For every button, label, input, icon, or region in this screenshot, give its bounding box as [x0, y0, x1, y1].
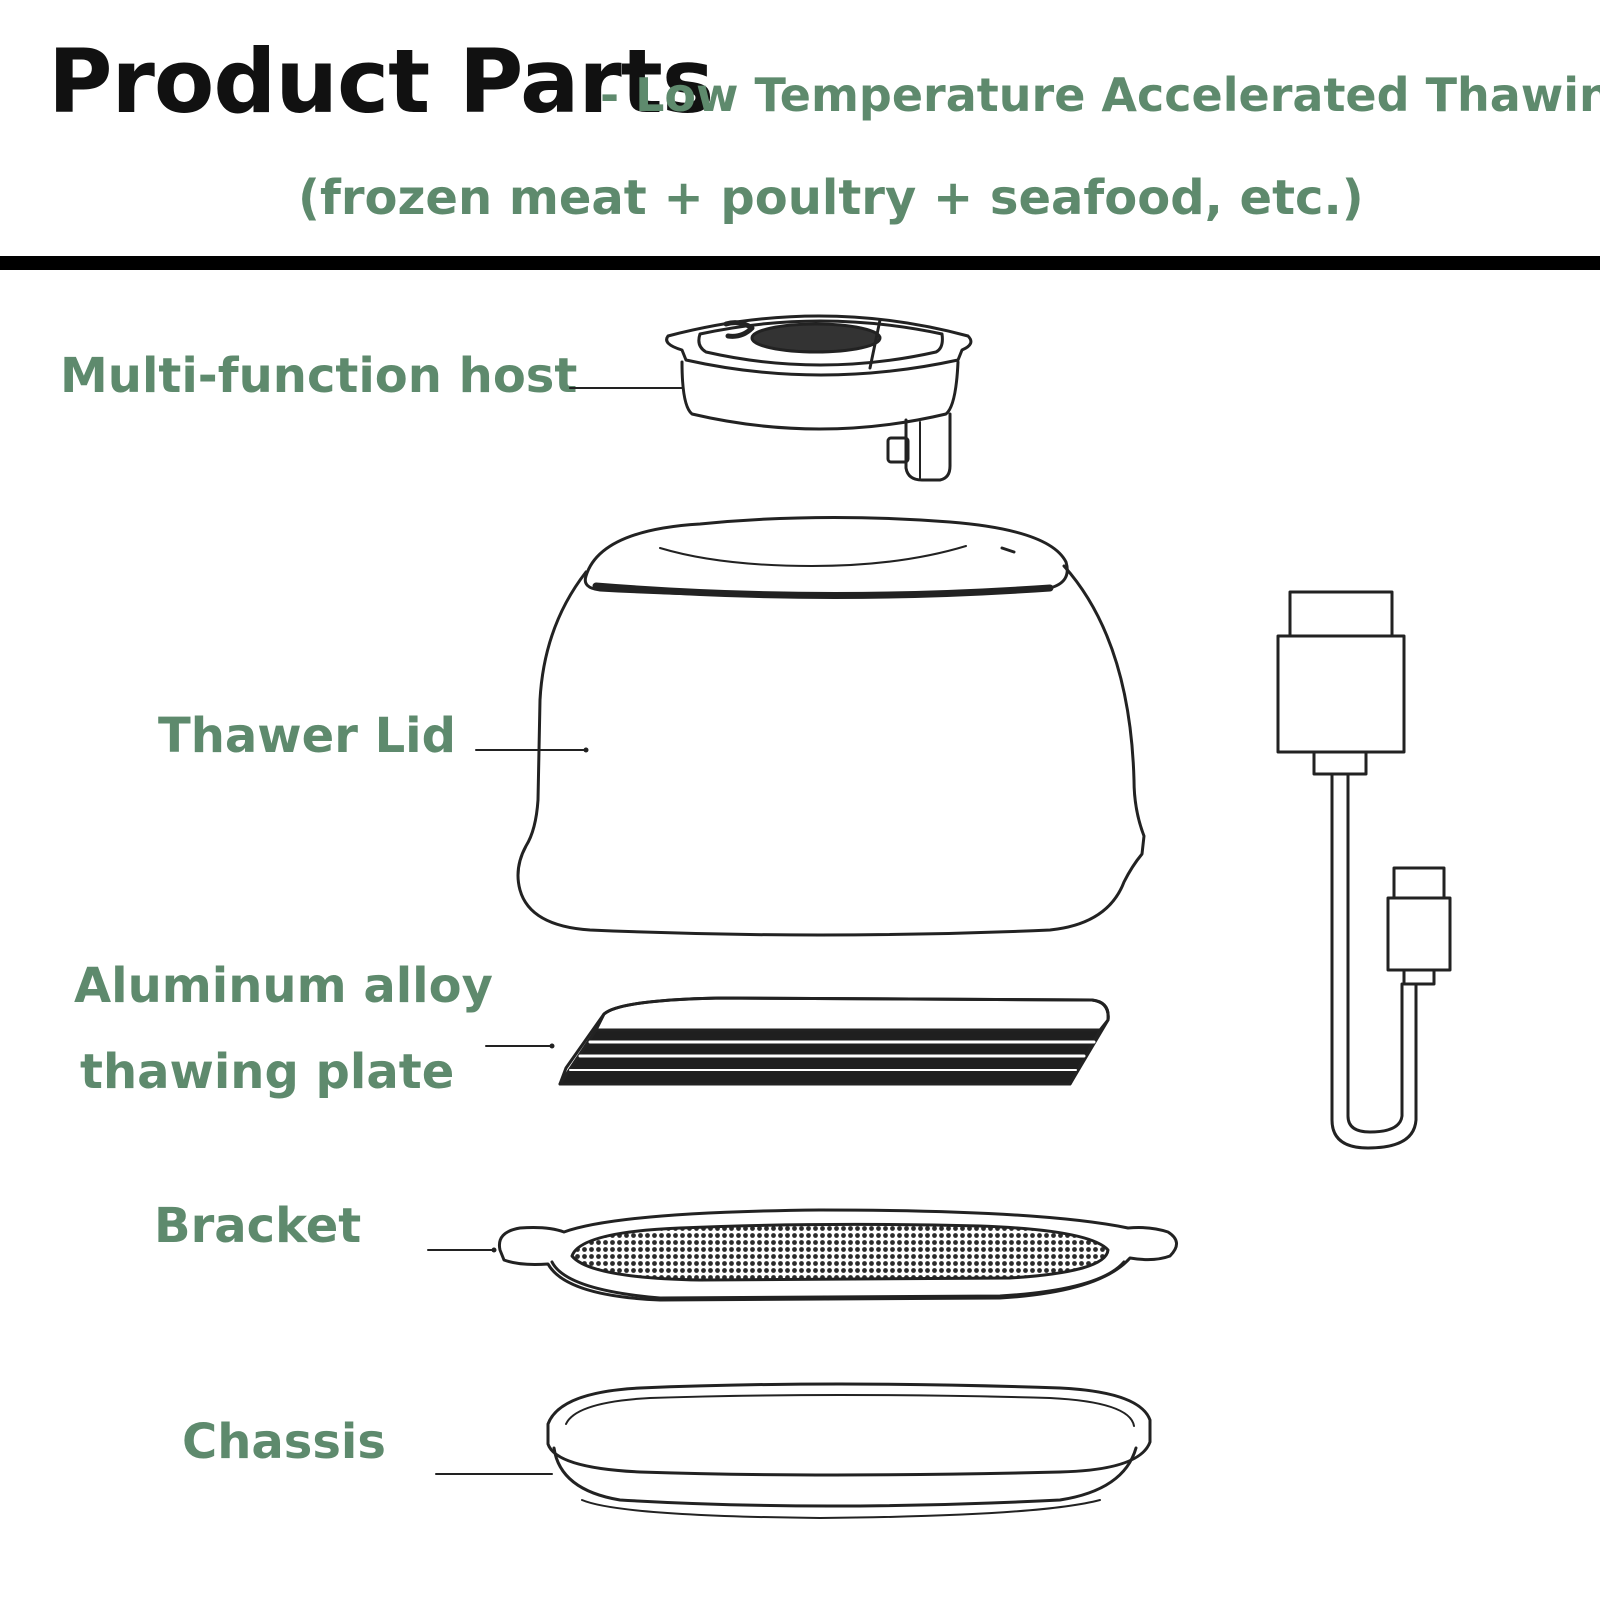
chassis-body: [552, 1446, 1138, 1508]
usb-cable-drawing: [1276, 590, 1452, 1150]
plate-top-face: [594, 996, 1110, 1032]
thawing-plate-drawing: [558, 996, 1110, 1086]
host-body: [680, 360, 960, 431]
host-plug: [904, 412, 952, 482]
host-seam: [868, 318, 882, 370]
chassis-base: [581, 1499, 1101, 1519]
page-title-suffix: - Low Temperature Accelerated Thawing: [600, 68, 1600, 122]
chassis-inner-rim: [565, 1394, 1135, 1427]
page-title: Product Parts: [48, 30, 714, 133]
label-plate-line1: Aluminum alloy: [74, 958, 493, 1014]
label-chassis: Chassis: [182, 1414, 386, 1470]
label-bracket: Bracket: [154, 1198, 362, 1254]
usb-a-strain-relief: [1312, 750, 1368, 776]
usb-c-housing: [1386, 896, 1452, 972]
cable-inner: [1346, 772, 1404, 1134]
chassis-drawing: [546, 1382, 1152, 1519]
thawer-lid-drawing: [516, 515, 1146, 937]
label-plate-line2: thawing plate: [80, 1044, 455, 1100]
bracket-outline: [497, 1208, 1178, 1302]
leader-lines: [427, 387, 683, 1475]
host-plug-tab: [886, 436, 910, 464]
usb-c-strain-relief: [1402, 968, 1436, 986]
bracket-drawing: [497, 1208, 1178, 1302]
lid-top: [583, 515, 1069, 598]
usb-a-housing: [1276, 634, 1406, 754]
lid-body: [516, 564, 1146, 937]
lid-top-inner: [659, 545, 967, 567]
host-fan-grille: [750, 322, 882, 354]
chassis-rim: [546, 1382, 1152, 1477]
header-divider: [0, 256, 1600, 270]
cable-outer: [1330, 772, 1418, 1150]
label-multi-function-host: Multi-function host: [60, 348, 578, 404]
host-top-face: [697, 319, 944, 367]
bracket-underside: [550, 1260, 1126, 1300]
bracket-mesh: [570, 1222, 1110, 1282]
host-rim: [665, 314, 973, 377]
usb-a-tip: [1288, 590, 1394, 638]
usb-c-tip: [1392, 866, 1446, 900]
host-button: [723, 320, 755, 339]
multi-function-host-drawing: [665, 314, 973, 482]
lid-top-band: [592, 582, 1054, 600]
page-subtitle: (frozen meat + poultry + seafood, etc.): [298, 170, 1364, 226]
label-thawer-lid: Thawer Lid: [158, 708, 456, 764]
